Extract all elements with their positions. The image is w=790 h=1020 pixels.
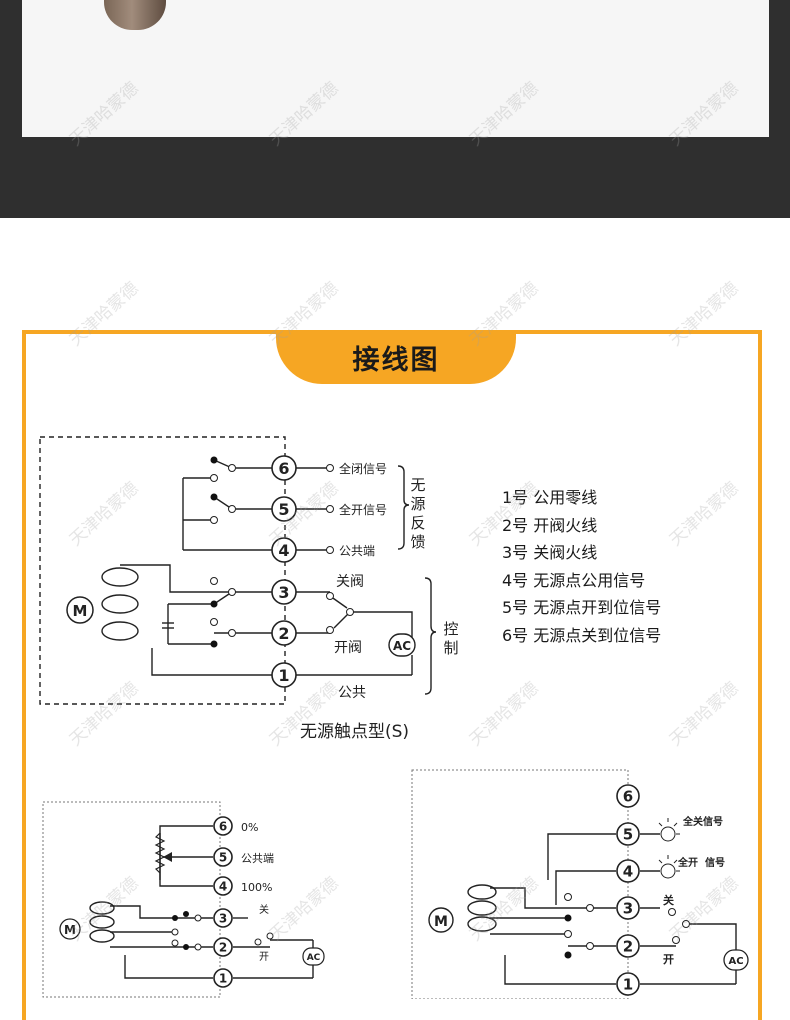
label-close-valve: 关阀 [336, 574, 364, 590]
terminal-number: 3 [278, 583, 289, 602]
terminal-circle [271, 620, 297, 646]
label-full-open-lamp: 全开 [677, 856, 698, 869]
terminal-number: 1 [278, 666, 289, 685]
label-pot-close: 关 [259, 903, 269, 916]
legend-item: 1号 公用零线 [502, 488, 598, 507]
terminal-circle [616, 896, 640, 920]
terminal-circle [213, 847, 233, 867]
terminal-number: 5 [623, 825, 633, 843]
label-lamp-close: 关 [663, 893, 674, 907]
terminal-number: 3 [623, 899, 633, 917]
vertical-char: 源 [410, 495, 425, 513]
motor-label-lamp: M [434, 914, 448, 930]
ac-icon-lamp [723, 949, 749, 971]
terminal-circle [616, 972, 640, 996]
resistor-icon [154, 832, 166, 874]
terminal-number: 2 [623, 937, 633, 955]
vertical-char: 制 [443, 639, 458, 657]
terminal-number: 4 [623, 862, 633, 880]
legend-item: 2号 开阀火线 [502, 515, 598, 535]
terminal-circle [213, 968, 233, 988]
label-common: 公共 [338, 685, 366, 701]
label-full-close-signal: 全关信号 [682, 815, 723, 828]
terminal-circle [271, 455, 297, 481]
terminal-circle [213, 937, 233, 957]
terminal-number: 2 [219, 940, 227, 954]
motor-icon-lamp [428, 907, 454, 933]
ac-icon-s [388, 633, 416, 657]
ac-label-lamp: AC [728, 956, 743, 967]
diagram-pot-boundary [42, 801, 221, 998]
contact-dots [171, 456, 690, 959]
terminal-number: 5 [219, 850, 227, 864]
control-group-label: 控制 [443, 620, 458, 657]
terminal-number: 6 [623, 787, 633, 805]
label-lamp-open: 开 [663, 953, 674, 966]
vertical-char: 控 [443, 620, 458, 638]
wiper-arrow-icon [163, 852, 172, 862]
diagram-s-boundary [39, 436, 286, 705]
vertical-char: 无 [410, 476, 425, 494]
diagram-s-caption: 无源触点型(S) [300, 722, 409, 742]
label-open-valve: 开阀 [334, 640, 362, 656]
terminals-s: 6 5 4 3 2 1 [271, 455, 297, 688]
terminal-circle [271, 496, 297, 522]
legend-item: 4号 无源点公用信号 [502, 570, 646, 590]
terminal-circle [616, 822, 640, 846]
label-0pct: 0% [241, 821, 258, 834]
terminals-lamp: 6 5 4 3 2 1 [616, 784, 640, 996]
terminal-circle [271, 662, 297, 688]
diagram-lamp-boundary [411, 769, 629, 999]
terminal-number: 3 [219, 911, 227, 925]
terminal-circle [271, 537, 297, 563]
vertical-char: 反 [410, 514, 425, 532]
terminal-number: 1 [219, 971, 227, 985]
legend-item: 3号 关阀火线 [502, 543, 598, 563]
motor-label-s: M [73, 602, 88, 620]
terminal-number: 5 [278, 500, 289, 519]
ac-label-pot: AC [307, 953, 321, 963]
terminal-circle [616, 784, 640, 808]
label-signal: 信号 [705, 856, 725, 869]
label-pot-open: 开 [259, 952, 269, 963]
terminal-legend: 1号 公用零线 2号 开阀火线 3号 关阀火线 4号 无源点公用信号 5号 无源… [502, 484, 661, 650]
label-100pct: 100% [241, 881, 272, 894]
label-full-close: 全闭信号 [339, 461, 387, 476]
terminal-number: 4 [219, 879, 227, 893]
terminal-number: 4 [278, 541, 289, 560]
wiring-diagrams: 6 5 4 3 2 1 6 5 4 3 2 1 6 5 4 3 2 1 M AC M AC M AC 全闭信号… [39, 436, 749, 999]
terminal-circle [213, 816, 233, 836]
terminal-circle [616, 859, 640, 883]
product-image-card [22, 0, 769, 137]
motor-icon-s [66, 596, 94, 624]
motor-icon-pot [59, 918, 81, 940]
label-full-open: 全开信号 [339, 502, 387, 517]
terminals-pot: 6 5 4 3 2 1 [213, 816, 233, 988]
terminal-number: 6 [278, 459, 289, 478]
legend-item: 5号 无源点开到位信号 [502, 598, 662, 618]
motor-label-pot: M [64, 923, 76, 937]
section-title-tab: 接线图 [276, 330, 516, 384]
terminal-number: 2 [278, 624, 289, 643]
terminal-circle [271, 579, 297, 605]
terminal-circle [213, 876, 233, 896]
ac-icon-pot [302, 947, 325, 966]
terminal-number: 1 [623, 975, 633, 993]
legend-item: 6号 无源点关到位信号 [502, 625, 662, 645]
label-pot-common: 公共端 [241, 852, 274, 865]
section-title: 接线图 [352, 344, 440, 376]
terminal-number: 6 [219, 819, 227, 833]
ac-label-s: AC [393, 639, 411, 653]
vertical-char: 馈 [410, 533, 425, 551]
terminal-circle [616, 934, 640, 958]
terminal-circle [213, 908, 233, 928]
label-common-end: 公共端 [339, 544, 375, 558]
